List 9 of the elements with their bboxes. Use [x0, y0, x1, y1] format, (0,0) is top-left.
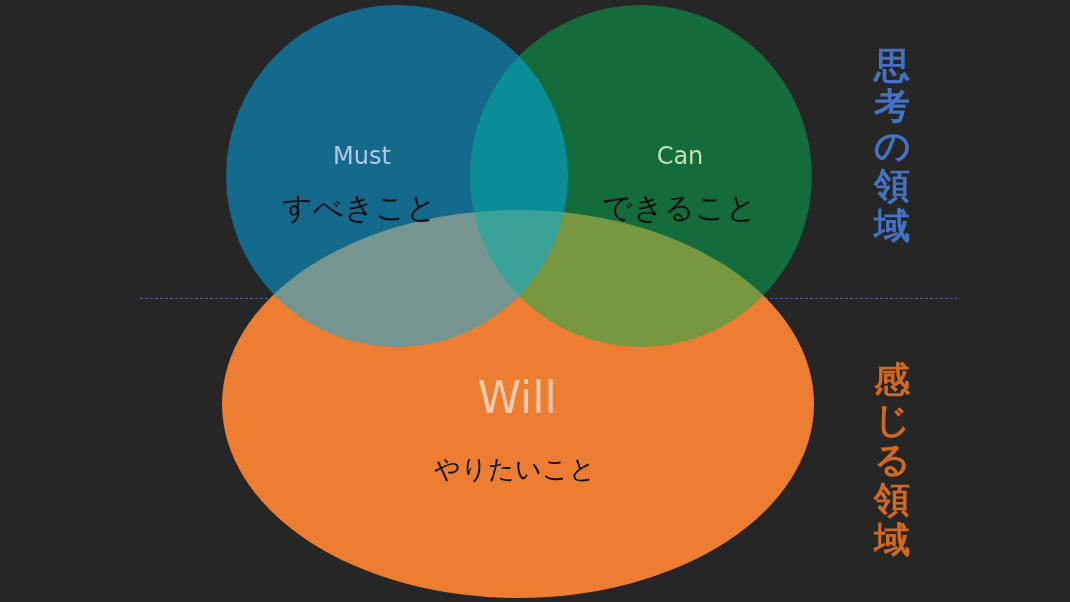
- region-label: 思考の領域: [872, 46, 912, 246]
- venn-circle: [226, 5, 568, 347]
- set-name: Can: [656, 143, 704, 171]
- set-name: Must: [333, 143, 391, 171]
- set-name: Will: [477, 372, 557, 424]
- region-label: 感じる領域: [872, 360, 912, 560]
- set-description: すべきこと: [281, 190, 437, 226]
- set-description: やりたいこと: [434, 455, 596, 485]
- set-description: できること: [601, 190, 757, 226]
